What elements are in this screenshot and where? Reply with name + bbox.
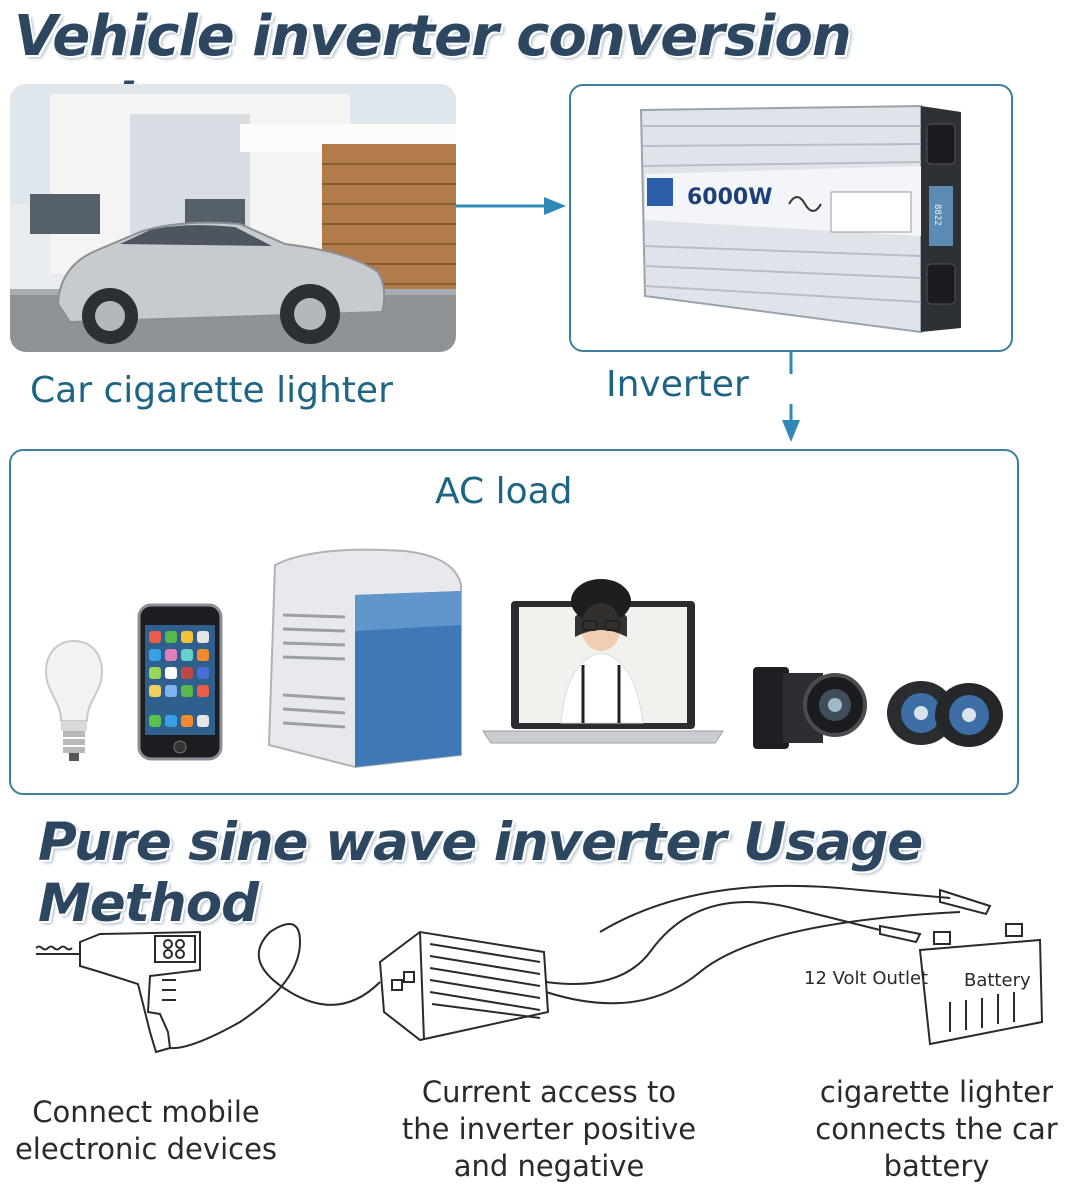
ac-load-title: AC load bbox=[435, 471, 573, 512]
smartphone-icon bbox=[137, 603, 223, 761]
car-photo bbox=[10, 84, 456, 352]
battery-label: Battery bbox=[964, 970, 1031, 991]
caption-connect-devices: Connect mobile electronic devices bbox=[14, 1095, 278, 1166]
car-fridge-icon bbox=[267, 548, 462, 769]
inverter-caption: Inverter bbox=[606, 364, 749, 405]
light-bulb-icon bbox=[45, 639, 103, 761]
inverter-box: 6000W 8822 bbox=[569, 84, 1013, 352]
usage-diagram: 12 Volt Outlet Battery bbox=[35, 884, 1044, 1054]
usage-title: Pure sine wave inverter Usage Method bbox=[38, 812, 923, 934]
caption-current-access: Current access to the inverter positive … bbox=[401, 1075, 697, 1183]
arrow-down-icon bbox=[782, 352, 800, 442]
laptop-icon bbox=[482, 579, 724, 744]
arrow-right-icon bbox=[456, 197, 566, 215]
caption-cigarette-battery: cigarette lighter connects the car batte… bbox=[815, 1075, 1058, 1183]
speaker-icon bbox=[887, 681, 1003, 747]
inverter-image: 6000W 8822 bbox=[639, 104, 961, 334]
outlet-label: 12 Volt Outlet bbox=[804, 968, 928, 989]
inverter-sketch-icon bbox=[378, 930, 550, 1042]
camera-icon bbox=[753, 667, 867, 749]
battery-icon bbox=[918, 923, 1044, 1046]
inverter-power-label: 6000W bbox=[687, 185, 773, 210]
car-caption: Car cigarette lighter bbox=[30, 370, 393, 411]
drill-icon bbox=[35, 930, 201, 1054]
ac-load-box: AC load bbox=[9, 449, 1019, 795]
inverter-display: 8822 bbox=[932, 204, 942, 226]
